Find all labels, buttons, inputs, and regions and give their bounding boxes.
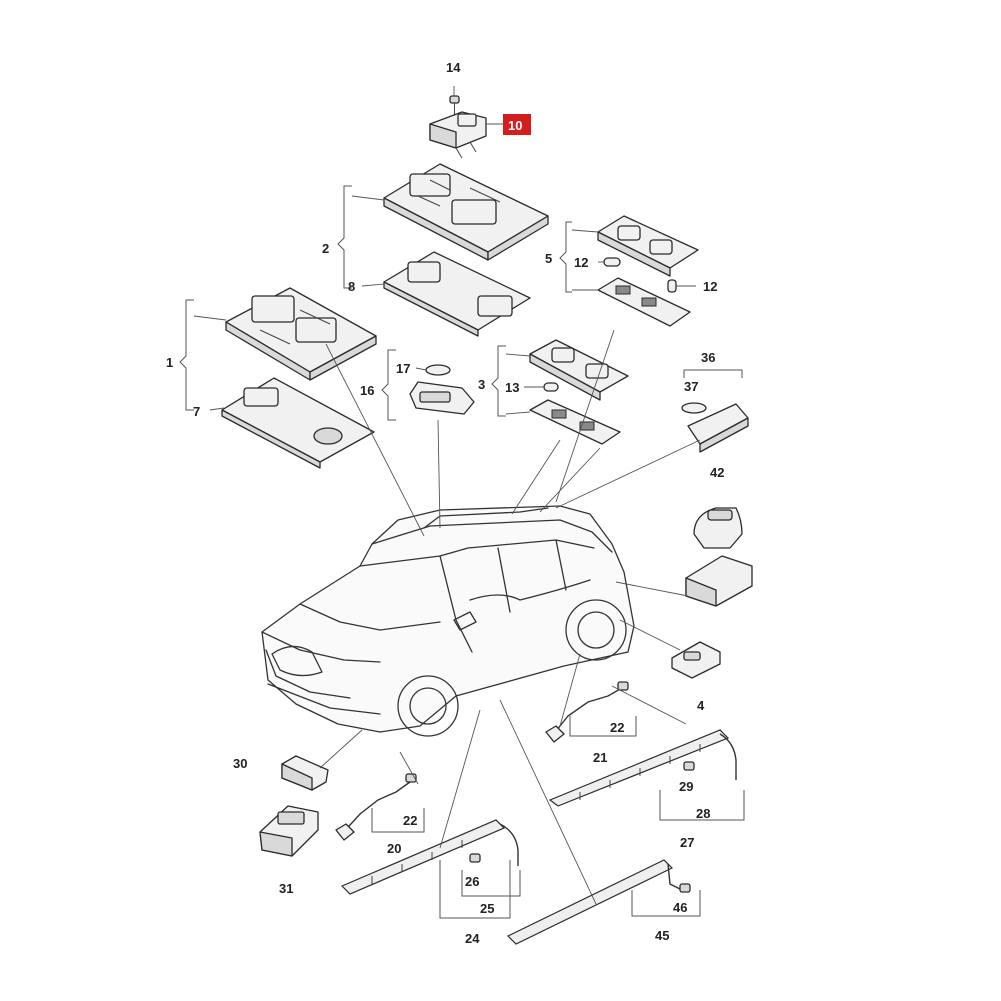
part-3-rear-light[interactable] [529,339,629,401]
callout-22-lower[interactable]: 22 [403,813,417,828]
callout-2[interactable]: 2 [322,241,329,256]
callout-1[interactable]: 1 [166,355,173,370]
part-17-bulb[interactable] [425,364,451,376]
part-26-connector[interactable] [469,853,481,863]
part-16-interior-light[interactable] [409,381,475,415]
callout-16[interactable]: 16 [360,383,374,398]
callout-14[interactable]: 14 [446,60,461,75]
callout-25[interactable]: 25 [480,901,494,916]
part-1-front-console[interactable] [225,287,377,381]
callout-labels: 14 10 2 8 5 12 12 1 7 17 16 3 13 36 37 4… [166,60,724,946]
callout-13[interactable]: 13 [505,380,519,395]
callout-12-left[interactable]: 12 [574,255,588,270]
part-25-wire[interactable] [499,823,519,866]
part-42-socket[interactable] [685,555,753,607]
part-29-connector[interactable] [683,761,695,771]
callout-22-upper[interactable]: 22 [610,720,624,735]
callout-28[interactable]: 28 [696,806,710,821]
part-42-cover[interactable] [693,507,743,549]
part-31-housing[interactable] [259,805,319,857]
callout-46[interactable]: 46 [673,900,687,915]
callout-3[interactable]: 3 [478,377,485,392]
part-28-wire[interactable] [719,733,737,780]
part-21-light-with-wire[interactable] [545,681,629,743]
callout-42[interactable]: 42 [710,465,724,480]
part-36-light-housing[interactable] [687,403,749,453]
callout-8[interactable]: 8 [348,279,355,294]
bracket-lines [179,185,745,919]
callout-20[interactable]: 20 [387,841,401,856]
callout-37[interactable]: 37 [684,379,698,394]
callout-45[interactable]: 45 [655,928,669,943]
callout-26[interactable]: 26 [465,874,479,889]
part-3-lens[interactable] [529,399,621,445]
part-46-wire[interactable] [667,863,691,893]
part-45-door-strip[interactable] [506,859,674,945]
callout-12-right[interactable]: 12 [703,279,717,294]
callout-36[interactable]: 36 [701,350,715,365]
part-2-roof-console[interactable] [383,163,549,261]
callout-7[interactable]: 7 [193,404,200,419]
part-37-bulb[interactable] [681,402,707,414]
part-12-bulb-right[interactable] [667,279,677,293]
part-30-sensor[interactable] [281,755,329,791]
part-27-sill-strip[interactable] [548,729,730,807]
callout-10-highlight [503,114,531,135]
callout-10[interactable]: 10 [508,118,522,133]
part-20-light-with-wire[interactable] [335,773,417,841]
callout-31[interactable]: 31 [279,881,293,896]
car-illustration [261,505,635,737]
callout-27[interactable]: 27 [680,835,694,850]
callout-17[interactable]: 17 [396,361,410,376]
leader-lines [319,86,701,905]
callout-30[interactable]: 30 [233,756,247,771]
part-12-bulb-left[interactable] [603,257,621,267]
callout-5[interactable]: 5 [545,251,552,266]
part-13-bulb[interactable] [543,382,559,392]
part-24-sill-strip[interactable] [340,819,506,895]
part-8-trim-panel[interactable] [383,251,531,337]
callout-29[interactable]: 29 [679,779,693,794]
part-7-console-trim[interactable] [221,377,375,469]
callout-21[interactable]: 21 [593,750,607,765]
callout-24[interactable]: 24 [465,931,480,946]
part-5-lens[interactable] [597,277,691,327]
callout-4[interactable]: 4 [697,698,705,713]
part-10-sensor-module[interactable] [429,111,487,159]
part-5-reading-light[interactable] [597,215,699,277]
part-4-lamp[interactable] [671,641,721,679]
